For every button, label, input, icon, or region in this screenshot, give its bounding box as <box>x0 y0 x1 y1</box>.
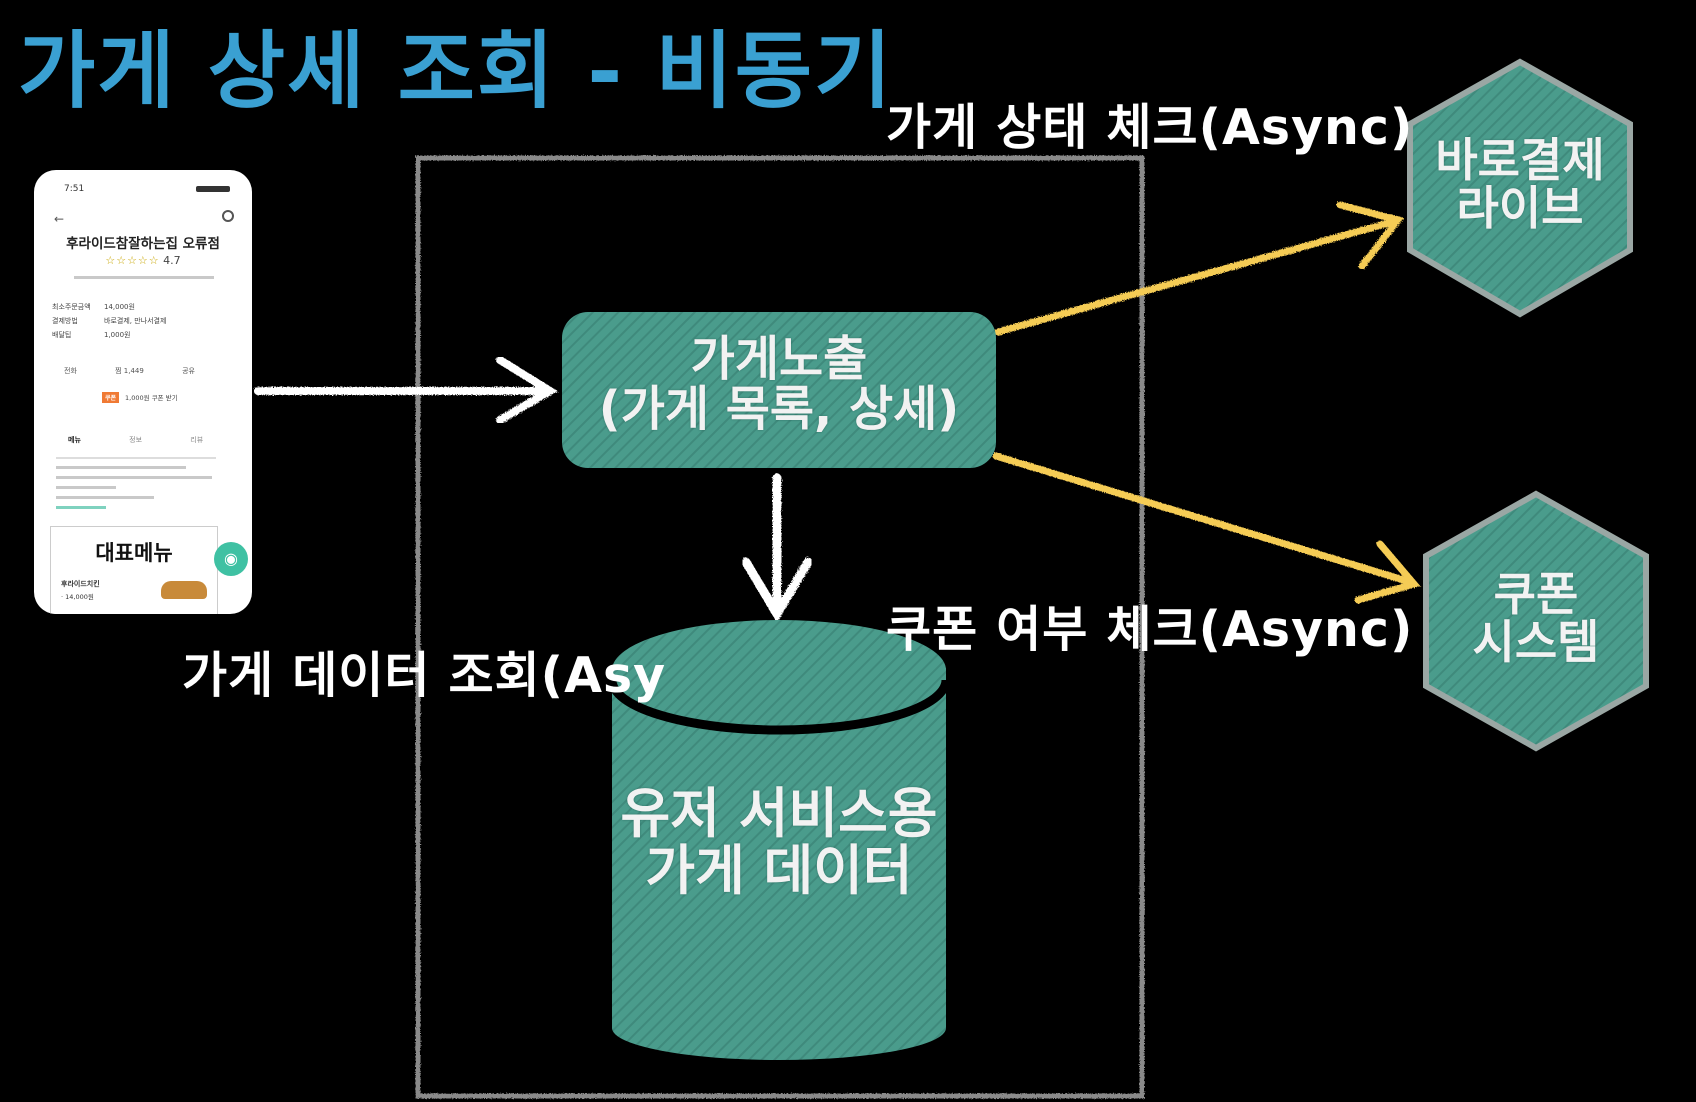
notice-line <box>56 466 186 469</box>
database-subtitle: 가게 데이터 <box>645 838 913 902</box>
star-rating-icon: ☆☆☆☆☆ <box>105 254 160 267</box>
min-order-row: 최소주문금액 14,000원 <box>52 302 135 312</box>
coupon-text: 1,000원 쿠폰 받기 <box>125 394 178 402</box>
page-title: 가게 상세 조회 - 비동기 <box>18 22 894 120</box>
store-exposure-title: 가게노출 <box>690 331 868 387</box>
phone-store-name: 후라이드참잘하는집 오류점 <box>66 236 220 252</box>
min-order-label: 최소주문금액 <box>52 303 91 311</box>
payment-label: 결제방법 <box>52 317 78 325</box>
store-exposure-subtitle: (가게 목록, 상세) <box>598 381 960 438</box>
tab-divider <box>56 457 216 459</box>
cart-button[interactable]: ◉ <box>214 542 248 576</box>
query-arrow <box>741 473 813 623</box>
status-check-arrow <box>994 201 1405 336</box>
featured-menu-title: 대표메뉴 <box>95 541 173 565</box>
pay-live-text: 바로결제 라이브 <box>1410 136 1630 233</box>
phone-actions: 전화 찜 1,449 공유 <box>64 366 231 376</box>
tab-info[interactable]: 정보 <box>129 436 143 444</box>
delivery-row: 배달팁 1,000원 <box>52 330 130 340</box>
payment-row: 결제방법 바로결제, 만나서결제 <box>52 316 166 326</box>
battery-icon <box>196 186 230 192</box>
phone-status-time: 7:51 <box>64 184 85 194</box>
coupon-system-subtitle: 시스템 <box>1472 615 1600 670</box>
coupon-banner[interactable]: 쿠폰 1,000원 쿠폰 받기 <box>102 392 178 403</box>
share-button[interactable]: 공유 <box>182 367 195 375</box>
coupon-system-text: 쿠폰 시스템 <box>1426 570 1646 667</box>
coupon-system-title: 쿠폰 <box>1493 567 1579 621</box>
coupon-badge: 쿠폰 <box>102 392 120 403</box>
notice-link <box>56 506 106 509</box>
tab-menu[interactable]: 메뉴 <box>68 436 81 444</box>
store-exposure-box <box>562 312 996 468</box>
pay-live-title: 바로결제 <box>1435 133 1605 187</box>
status-check-label: 가게 상태 체크(Async) <box>886 99 1414 156</box>
data-query-label: 가게 데이터 조회(Asy <box>182 647 667 704</box>
pay-live-hexagon <box>1407 58 1633 318</box>
delivery-label: 배달팁 <box>52 331 72 339</box>
store-exposure-text: 가게노출 (가게 목록, 상세) <box>562 334 996 435</box>
tab-review[interactable]: 리뷰 <box>190 436 204 444</box>
phone-tabs: 메뉴 정보 리뷰 <box>68 435 249 445</box>
notice-line <box>56 496 154 499</box>
search-icon[interactable] <box>222 210 234 222</box>
notice-line <box>56 486 116 489</box>
delivery-value: 1,000원 <box>104 331 131 339</box>
database-title: 유저 서비스용 <box>620 782 938 845</box>
phone-mockup: 7:51 ← 후라이드참잘하는집 오류점 ☆☆☆☆☆ 4.7 최소주문금액 14,… <box>34 170 252 614</box>
menu-item-name: 후라이드치킨 <box>61 580 100 588</box>
rating-value: 4.7 <box>163 254 181 267</box>
featured-menu-card[interactable]: 대표메뉴 후라이드치킨 · 14,000원 <box>50 526 218 614</box>
menu-item-price: · 14,000원 <box>61 593 94 601</box>
pay-live-subtitle: 라이브 <box>1456 181 1584 236</box>
call-button[interactable]: 전화 <box>64 367 77 375</box>
like-button[interactable]: 찜 1,449 <box>115 367 144 375</box>
service-boundary-box <box>415 155 1145 1099</box>
store-database-cylinder <box>607 620 951 1060</box>
coupon-system-hexagon <box>1423 490 1649 752</box>
coupon-check-arrow <box>992 452 1421 604</box>
phone-rating: ☆☆☆☆☆ 4.7 <box>34 254 252 267</box>
request-arrow <box>254 356 558 424</box>
back-arrow-icon[interactable]: ← <box>54 212 65 226</box>
notice-line <box>56 476 212 479</box>
min-order-value: 14,000원 <box>104 303 135 311</box>
database-text: 유저 서비스용 가게 데이터 <box>612 782 946 902</box>
chicken-image <box>161 581 207 599</box>
payment-value: 바로결제, 만나서결제 <box>104 317 167 325</box>
coupon-check-label: 쿠폰 여부 체크(Async) <box>886 601 1414 658</box>
phone-subinfo-line <box>74 276 214 279</box>
basket-icon: ◉ <box>224 549 238 568</box>
